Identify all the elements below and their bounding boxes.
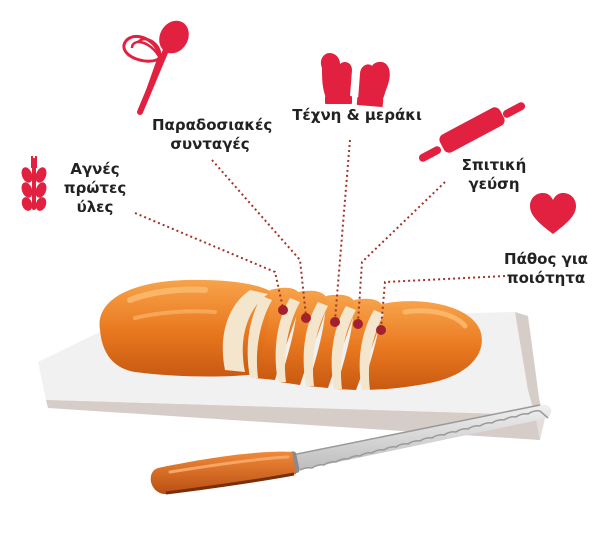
label-passion-quality: Πάθος για ποιότητα (504, 250, 588, 287)
connector-art-care (334, 139, 351, 321)
connector-traditional-recipes (211, 159, 307, 317)
whisk-spoon-icon (122, 20, 189, 115)
connector-passion-quality (380, 275, 506, 329)
heart-icon (530, 193, 576, 234)
connector-dot (353, 319, 363, 329)
label-homemade-taste: Σπιτική γεύση (461, 156, 527, 193)
connector-homemade-taste (357, 181, 446, 323)
connector-dot (301, 313, 311, 323)
connector-pure-ingredients (134, 212, 284, 309)
label-traditional-recipes: Παραδοσιακές συνταγές (152, 116, 273, 153)
bread-loaf (99, 279, 482, 390)
oven-mitts-icon (320, 52, 390, 108)
connector-dots (278, 305, 386, 335)
rolling-pin-icon (418, 102, 526, 162)
wheat-icon (21, 156, 47, 211)
connector-dot (278, 305, 288, 315)
connector-dot (330, 317, 340, 327)
connector-lines (134, 139, 506, 329)
label-pure-ingredients: Αγνές πρώτες ύλες (63, 160, 127, 216)
label-art-care: Τέχνη & μεράκι (292, 106, 422, 124)
bread-knife (150, 404, 552, 495)
connector-dot (376, 325, 386, 335)
